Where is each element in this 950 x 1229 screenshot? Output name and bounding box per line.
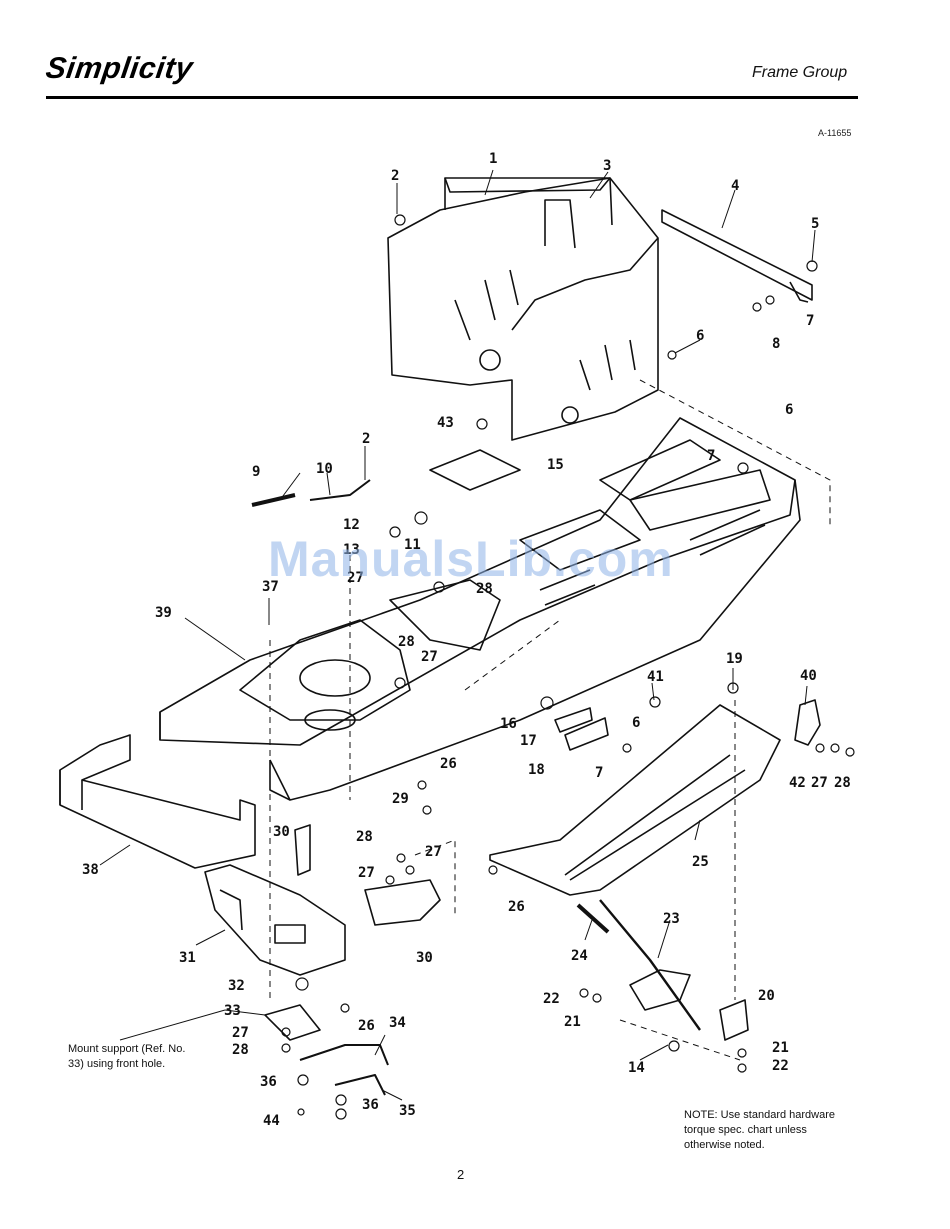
callout-number: 3 — [603, 158, 611, 174]
callout-number: 10 — [316, 461, 333, 477]
callout-number: 42 — [789, 775, 806, 791]
callout-number: 16 — [500, 716, 517, 732]
bracket-30-left — [294, 824, 311, 876]
header-rule — [46, 96, 858, 99]
callout-number: 28 — [232, 1042, 249, 1058]
callout-number: 31 — [179, 950, 196, 966]
callout-number: 26 — [358, 1018, 375, 1034]
callout-number: 8 — [772, 336, 780, 352]
callout-number: 17 — [520, 733, 537, 749]
callout-number: 19 — [726, 651, 743, 667]
brake-rod — [599, 899, 701, 1031]
mount-support-note: Mount support (Ref. No. 33) using front … — [68, 1043, 186, 1070]
callout-number: 27 — [347, 570, 364, 586]
callout-number: 25 — [692, 854, 709, 870]
callout-number: 14 — [628, 1060, 645, 1076]
callout-number: 36 — [362, 1097, 379, 1113]
callout-number: 20 — [758, 988, 775, 1004]
seat-support-bracket — [387, 177, 659, 441]
callout-number: 30 — [273, 824, 290, 840]
plate-17 — [554, 707, 593, 733]
callout-number: 9 — [252, 464, 260, 480]
callout-number: 23 — [663, 911, 680, 927]
callout-number: 6 — [632, 715, 640, 731]
callout-number: 13 — [343, 542, 360, 558]
callout-number: 27 — [421, 649, 438, 665]
rod-35 — [334, 1074, 386, 1096]
callout-number: 11 — [404, 537, 421, 553]
callout-number: 40 — [800, 668, 817, 684]
rear-bar — [661, 209, 813, 303]
callout-number: 7 — [595, 765, 603, 781]
callout-number: 18 — [528, 762, 545, 778]
page-number: 2 — [457, 1167, 465, 1182]
lever-20 — [719, 999, 749, 1041]
callout-number: 5 — [811, 216, 819, 232]
plate-15 — [429, 449, 521, 491]
support-33 — [264, 1004, 321, 1041]
front-bumper — [59, 734, 256, 869]
callout-number: 41 — [647, 669, 664, 685]
callout-number: 27 — [425, 844, 442, 860]
callout-number: 22 — [543, 991, 560, 1007]
callout-number: 2 — [391, 168, 399, 184]
callout-number: 28 — [834, 775, 851, 791]
callout-number: 7 — [707, 448, 715, 464]
callout-number: 12 — [343, 517, 360, 533]
callout-number: 27 — [232, 1025, 249, 1041]
spring-24 — [576, 903, 610, 934]
main-frame — [159, 417, 801, 801]
callout-number: 24 — [571, 948, 588, 964]
callout-number: 36 — [260, 1074, 277, 1090]
spring-9 — [251, 493, 296, 507]
footrest-plate — [489, 704, 781, 896]
plate-18 — [564, 717, 609, 751]
callout-number: 33 — [224, 1003, 241, 1019]
callout-number: 28 — [356, 829, 373, 845]
callout-number: 27 — [358, 865, 375, 881]
rod-34 — [299, 1044, 389, 1066]
pedal-assembly — [629, 969, 691, 1011]
bracket-30-right — [364, 879, 441, 926]
callout-number: 28 — [476, 581, 493, 597]
callout-number: 38 — [82, 862, 99, 878]
callout-number: 21 — [772, 1040, 789, 1056]
callout-number: 32 — [228, 978, 245, 994]
hardware-note: NOTE: Use standard hardware torque spec.… — [684, 1109, 836, 1151]
watermark: ManualsLib.com — [268, 531, 674, 587]
callout-number: 28 — [398, 634, 415, 650]
bracket-40 — [794, 699, 821, 746]
callout-number: 1 — [489, 151, 497, 167]
callout-number: 26 — [440, 756, 457, 772]
callout-number: 22 — [772, 1058, 789, 1074]
section-title: Frame Group — [752, 64, 848, 81]
callout-number: 6 — [785, 402, 793, 418]
rod-10 — [309, 479, 371, 501]
callout-number: 29 — [392, 791, 409, 807]
callout-number: 37 — [262, 579, 279, 595]
callout-number: 27 — [811, 775, 828, 791]
front-support — [204, 864, 346, 976]
callout-number: 15 — [547, 457, 564, 473]
drawing-code: A-11655 — [818, 128, 852, 138]
callout-number: 2 — [362, 431, 370, 447]
callout-number: 43 — [437, 415, 454, 431]
callout-number: 44 — [263, 1113, 280, 1129]
callout-number: 21 — [564, 1014, 581, 1030]
callout-number: 6 — [696, 328, 704, 344]
callout-number: 35 — [399, 1103, 416, 1119]
callout-number: 39 — [155, 605, 172, 621]
callout-number: 7 — [806, 313, 814, 329]
callout-number: 4 — [731, 178, 739, 194]
callout-number: 34 — [389, 1015, 406, 1031]
callout-number: 30 — [416, 950, 433, 966]
callout-number: 26 — [508, 899, 525, 915]
